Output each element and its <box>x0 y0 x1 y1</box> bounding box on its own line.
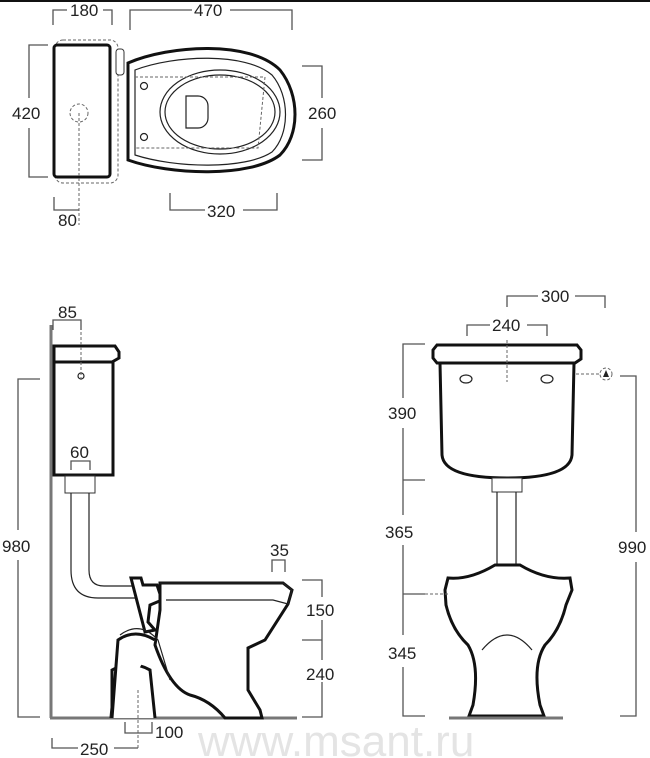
dim-flush-inlet-offset: 85 <box>58 303 77 322</box>
flush-pipe <box>70 493 145 599</box>
flush-lever <box>115 48 125 76</box>
dim-rim-height: 150 <box>306 601 334 620</box>
top-view: 180 470 420 260 320 80 <box>12 1 336 230</box>
seat-opening <box>159 69 281 155</box>
dim-bowl-length: 470 <box>194 1 222 20</box>
cistern-lid <box>52 344 121 364</box>
cistern-top <box>52 43 112 179</box>
dim-pipe-height: 365 <box>385 523 413 542</box>
dim-outlet-distance: 250 <box>80 740 108 758</box>
pipe-coupling <box>64 475 96 494</box>
front-view: 300 240 390 365 345 990 <box>385 287 646 720</box>
dim-hole-spacing: 240 <box>492 316 520 335</box>
cistern-side <box>52 360 115 477</box>
dim-pipe-diameter: 60 <box>70 443 89 462</box>
water-inlet-icon <box>599 367 613 381</box>
dim-outlet-offset: 80 <box>58 211 77 230</box>
watermark: www.msant.ru <box>197 717 474 758</box>
dim-outlet-width: 100 <box>155 723 183 742</box>
dim-inlet-height: 990 <box>618 538 646 557</box>
dim-total-height: 980 <box>2 537 30 556</box>
dim-base-height: 240 <box>306 665 334 684</box>
seat-hinge-d <box>185 95 209 129</box>
dim-cistern-height: 390 <box>388 404 416 423</box>
outlet-circle <box>69 103 89 123</box>
dim-rim-depth: 35 <box>270 541 289 560</box>
dim-seat-length: 320 <box>207 202 235 221</box>
bowl-front <box>443 563 574 718</box>
bowl-side <box>153 581 294 720</box>
dim-cistern-width: 420 <box>12 104 40 123</box>
dim-cistern-depth: 180 <box>70 1 98 20</box>
dim-water-inlet-offset: 300 <box>541 287 569 306</box>
dim-bowl-height: 345 <box>388 644 416 663</box>
side-view: 85 60 980 35 150 240 100 250 <box>2 303 334 758</box>
dim-seat-width: 260 <box>308 104 336 123</box>
